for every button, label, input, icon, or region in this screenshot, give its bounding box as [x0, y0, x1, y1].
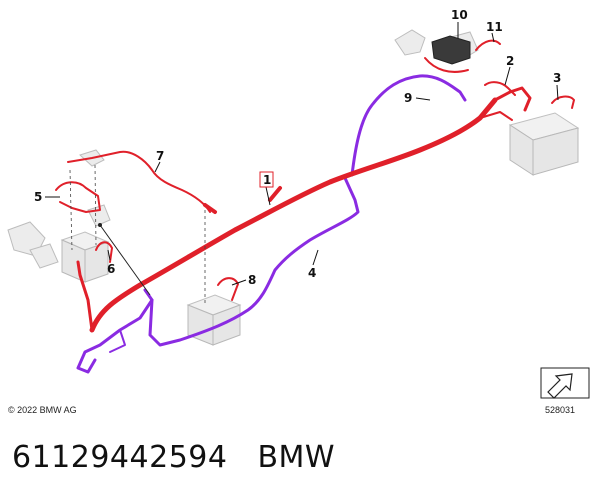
- cable-2: [484, 81, 516, 96]
- cable-9: [350, 74, 467, 177]
- cable-3: [551, 95, 575, 109]
- callout-1: 1: [259, 171, 274, 188]
- copyright-text: © 2022 BMW AG: [8, 405, 77, 415]
- part-caption: 61129442594 BMW: [12, 440, 365, 475]
- callout-6: 6: [107, 262, 115, 276]
- battery-right: [508, 112, 580, 176]
- callout-5: 5: [34, 190, 42, 204]
- brand-name: BMW: [257, 440, 336, 475]
- cable-5: [55, 181, 101, 213]
- alignment-guides: [69, 164, 206, 305]
- cable-6: [95, 241, 113, 263]
- leader-lines: [45, 22, 559, 286]
- arrow-direction-icon: [540, 367, 590, 399]
- diagram-number: 528031: [545, 405, 576, 415]
- callout-2: 2: [506, 54, 514, 68]
- svg-text:1: 1: [263, 173, 271, 187]
- battery-left: [60, 231, 110, 283]
- callout-9: 9: [404, 91, 412, 105]
- cable-7: [67, 150, 217, 214]
- battery-middle: [186, 294, 242, 346]
- cable-1: [76, 86, 532, 333]
- cable-8: [217, 277, 239, 301]
- callout-11: 11: [486, 20, 503, 34]
- callout-4: 4: [308, 266, 316, 280]
- wiring-diagram: 1 2 3 4 5 6 7 8 9 10 11: [7, 8, 590, 399]
- callout-3: 3: [553, 71, 561, 85]
- callout-7: 7: [156, 149, 164, 163]
- callout-10: 10: [451, 8, 468, 22]
- cable-11: [475, 39, 501, 51]
- component-10: [424, 35, 471, 73]
- cable-4: [76, 176, 360, 374]
- callout-8: 8: [248, 273, 256, 287]
- part-number: 61129442594: [12, 440, 228, 475]
